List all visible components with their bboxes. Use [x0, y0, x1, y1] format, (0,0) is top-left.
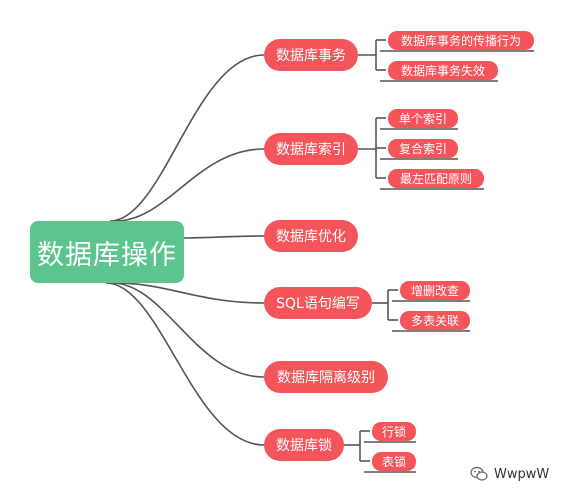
- branch-node-optimization[interactable]: 数据库优化: [264, 220, 358, 252]
- leaf-node-crud[interactable]: 增删改查: [400, 281, 470, 300]
- root-connector-3: [115, 282, 265, 304]
- leaf-node-leftmost-prefix[interactable]: 最左匹配原则: [388, 169, 484, 188]
- branch-node-lock[interactable]: 数据库锁: [264, 429, 344, 461]
- leaf-node-transaction-failure[interactable]: 数据库事务失效: [388, 61, 498, 80]
- root-connector-2: [183, 235, 265, 239]
- root-connector-1: [115, 148, 265, 222]
- branch-node-transaction[interactable]: 数据库事务: [264, 39, 358, 71]
- root-node[interactable]: 数据库操作: [30, 221, 184, 283]
- watermark-text: WwpwW: [494, 466, 550, 482]
- leaf-node-table-lock[interactable]: 表锁: [372, 452, 416, 471]
- root-connector-0: [109, 54, 265, 222]
- root-connector-5: [105, 282, 265, 446]
- wechat-icon: [470, 466, 488, 481]
- leaf-node-composite-index[interactable]: 复合索引: [388, 139, 458, 158]
- leaf-node-transaction-propagation[interactable]: 数据库事务的传播行为: [388, 31, 534, 50]
- root-connector-4: [111, 282, 265, 378]
- watermark: WwpwW: [470, 466, 549, 482]
- branch-node-isolation-level[interactable]: 数据库隔离级别: [264, 361, 388, 393]
- branch-node-index[interactable]: 数据库索引: [264, 133, 358, 165]
- leaf-node-row-lock[interactable]: 行锁: [372, 422, 416, 441]
- leaf-node-multi-table-join[interactable]: 多表关联: [400, 311, 470, 330]
- leaf-node-single-index[interactable]: 单个索引: [388, 109, 458, 128]
- branch-node-sql[interactable]: SQL语句编写: [264, 287, 372, 319]
